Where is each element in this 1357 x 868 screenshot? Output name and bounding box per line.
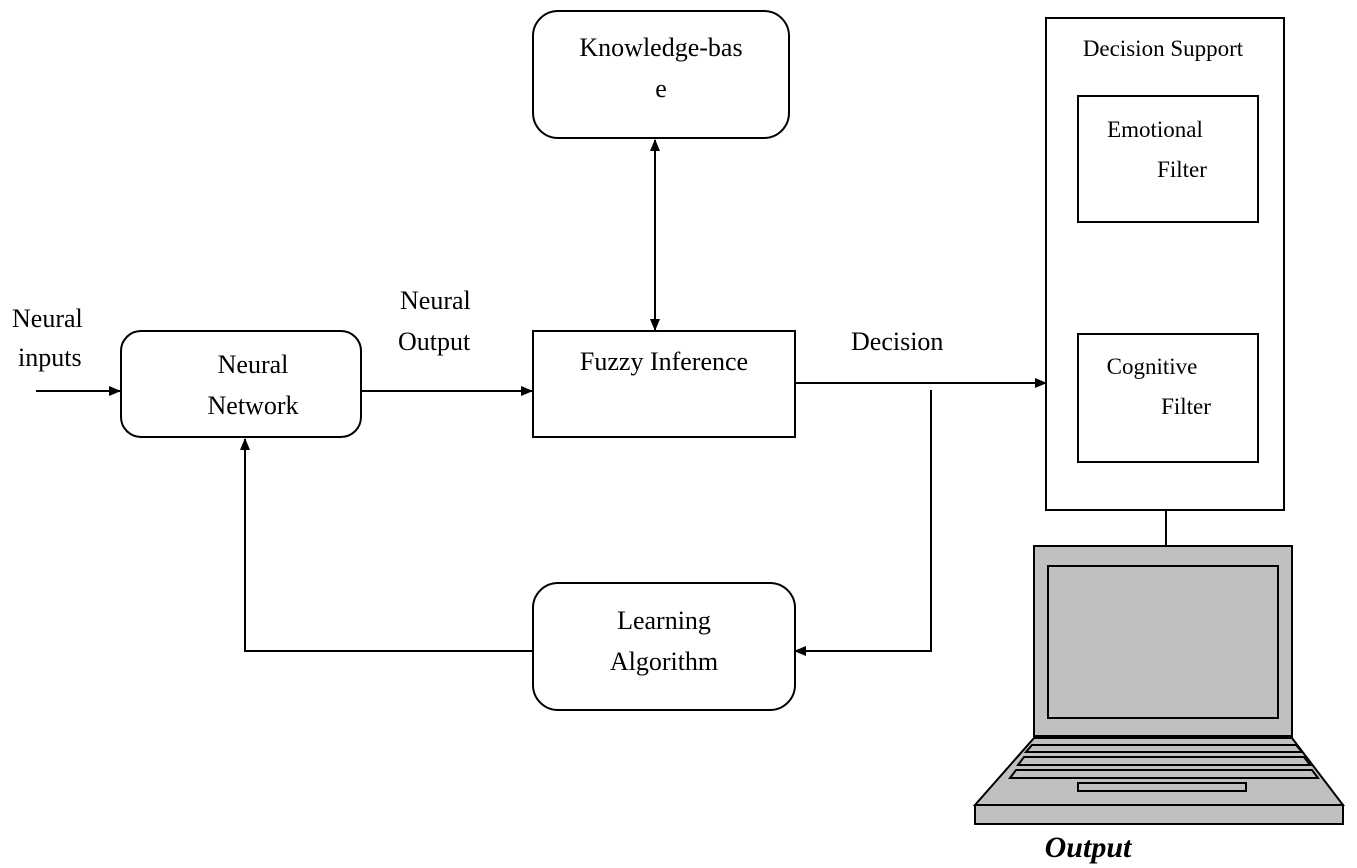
emotional-filter-label-line1: Emotional xyxy=(1107,117,1203,142)
neural-inputs-label-line1: Neural xyxy=(12,304,83,333)
decision-label: Decision xyxy=(851,327,943,356)
neural-output-label-line2: Output xyxy=(398,327,471,356)
learning-algorithm-node: Learning Algorithm xyxy=(532,582,796,711)
laptop-icon xyxy=(972,545,1346,825)
decision-support-node: Decision Support Emotional Filter Cognit… xyxy=(1045,17,1285,511)
feedback-to-learning-arrow xyxy=(794,390,932,656)
neural-network-label-line1: Neural xyxy=(218,350,289,379)
cognitive-filter-label-line2: Filter xyxy=(1161,394,1211,419)
learning-algorithm-label-line2: Algorithm xyxy=(610,647,718,676)
learning-to-network-arrow xyxy=(240,438,532,652)
fuzzy-inference-node: Fuzzy Inference xyxy=(532,330,796,438)
fuzzy-inference-label: Fuzzy Inference xyxy=(580,347,748,376)
knowledge-base-label-line1: Knowledge-bas xyxy=(579,33,742,62)
learning-algorithm-label-line1: Learning xyxy=(617,606,711,635)
knowledge-base-node: Knowledge-bas e xyxy=(532,10,790,139)
emotional-filter-node: Emotional Filter xyxy=(1077,95,1259,223)
knowledge-base-label-line2: e xyxy=(655,74,667,103)
cognitive-filter-node: Cognitive Filter xyxy=(1077,333,1259,463)
neural-network-label-line2: Network xyxy=(208,391,299,420)
neural-output-label-line1: Neural xyxy=(400,286,471,315)
cognitive-filter-label-line1: Cognitive xyxy=(1107,354,1198,379)
emotional-filter-label-line2: Filter xyxy=(1157,157,1207,182)
output-label: Output xyxy=(1045,831,1133,864)
neural-inputs-label-line2: inputs xyxy=(18,343,82,372)
neural-network-node: Neural Network xyxy=(120,330,362,438)
decision-support-label: Decision Support xyxy=(1083,36,1244,61)
